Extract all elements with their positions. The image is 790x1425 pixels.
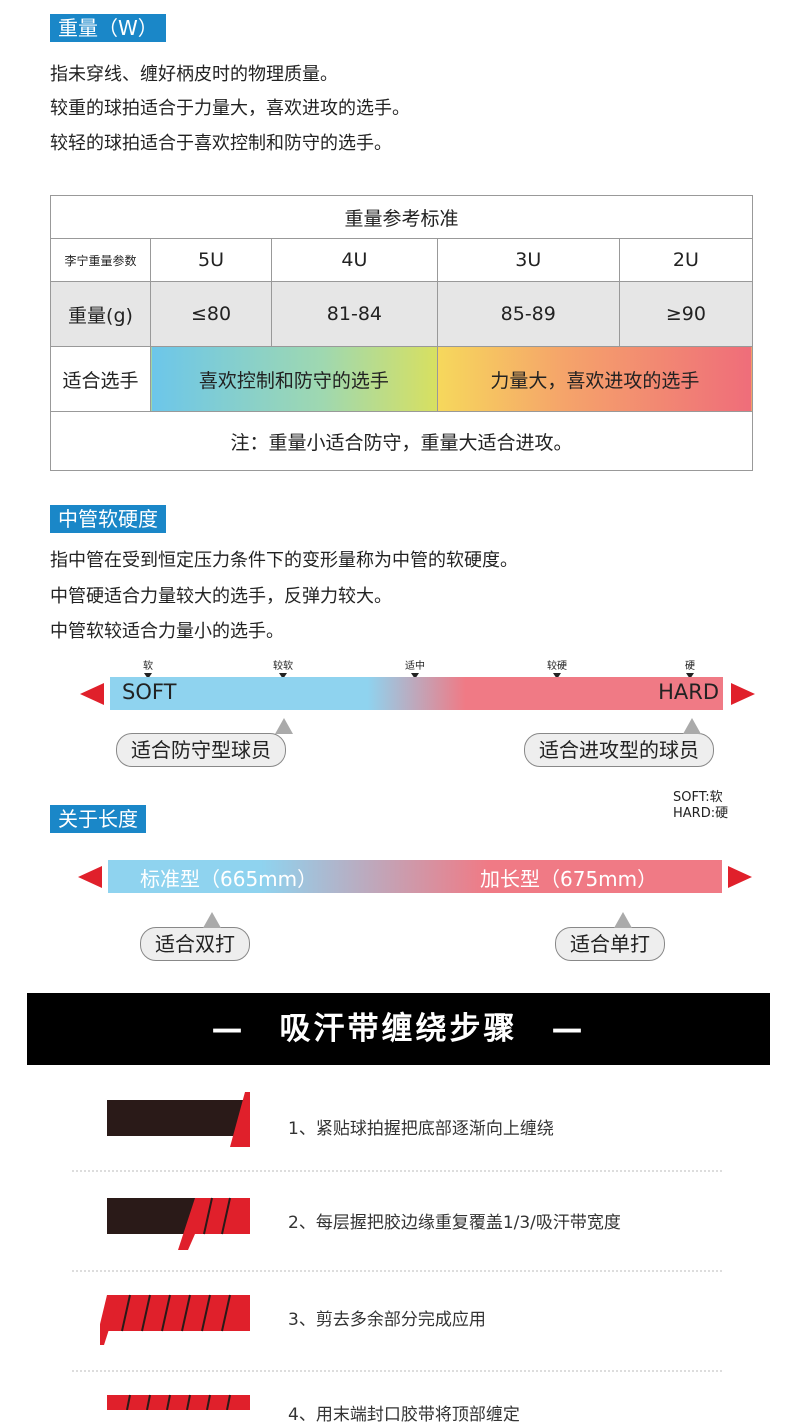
weight-4u: 81-84 [271,281,438,347]
weight-3u: 85-89 [436,281,620,347]
step-1: 1、紧贴球拍握把底部逐渐向上缠绕 [288,1119,554,1139]
suit-heavy: 力量大，喜欢进攻的选手 [436,346,754,412]
extended-length-label: 加长型（675mm） [480,867,658,891]
table-title: 重量参考标准 [50,195,753,239]
singles-bubble: 适合单打 [555,912,665,961]
soft-label: SOFT [122,680,177,704]
standard-length-label: 标准型（665mm） [140,867,318,891]
weight-desc-2: 较重的球拍适合于力量大，喜欢进攻的选手。 [50,98,410,119]
weight-label: 重量(g) [50,281,151,347]
weight-desc-3: 较轻的球拍适合于喜欢控制和防守的选手。 [50,133,392,154]
arrow-right-icon [731,683,755,705]
step1-grip-icon [107,1092,250,1147]
table-note: 注：重量小适合防守，重量大适合进攻。 [50,411,753,471]
grip-wrap-illustrations [100,1092,250,1410]
tick-medium: 适中 [395,657,435,679]
length-scale-bar: 标准型（665mm） 加长型（675mm） [108,860,722,893]
tick-soft: 软 [128,657,168,679]
flex-desc-3: 中管软较适合力量小的选手。 [50,621,284,642]
grade-4u: 4U [271,238,438,282]
tick-fairly-hard: 较硬 [537,657,577,679]
arrow-right-icon [728,866,752,888]
hard-label: HARD [658,680,719,704]
arrow-left-icon [78,866,102,888]
offensive-player-bubble: 适合进攻型的球员 [524,718,714,767]
step3-grip-icon [100,1294,250,1345]
weight-table: 重量参考标准 李宁重量参数 5U 4U 3U 2U 重量(g) ≤80 81-8… [50,195,754,471]
step-4: 4、用末端封口胶带将顶部缠定 [288,1405,520,1425]
step-2: 2、每层握把胶边缘重复覆盖1/3/吸汗带宽度 [288,1213,621,1233]
param-label: 李宁重量参数 [50,238,151,282]
suit-label: 适合选手 [50,346,151,412]
flex-section-tag: 中管软硬度 [50,505,166,533]
weight-section-tag: 重量（W） [50,14,166,42]
tick-hard: 硬 [670,657,710,679]
flex-desc-2: 中管硬适合力量较大的选手，反弹力较大。 [50,586,392,607]
length-section-tag: 关于长度 [50,805,146,833]
weight-2u: ≥90 [618,281,754,347]
arrow-left-icon [80,683,104,705]
tick-fairly-soft: 较软 [263,657,303,679]
doubles-bubble: 适合双打 [140,912,250,961]
weight-desc-1: 指未穿线、缠好柄皮时的物理质量。 [50,64,338,85]
weight-5u: ≤80 [149,281,273,347]
step-3: 3、剪去多余部分完成应用 [288,1310,486,1330]
divider [72,1370,722,1372]
steps-banner: — 吸汗带缠绕步骤 — [27,993,770,1065]
flex-scale-bar: SOFT HARD [110,677,723,710]
divider [72,1170,722,1172]
defensive-player-bubble: 适合防守型球员 [116,718,293,767]
flex-desc-1: 指中管在受到恒定压力条件下的变形量称为中管的软硬度。 [50,550,518,571]
grade-2u: 2U [618,238,754,282]
suit-light: 喜欢控制和防守的选手 [150,346,438,412]
step4-grip-icon [107,1394,250,1410]
grade-3u: 3U [436,238,620,282]
divider [72,1270,722,1272]
step2-grip-icon [107,1197,250,1250]
grade-5u: 5U [149,238,273,282]
